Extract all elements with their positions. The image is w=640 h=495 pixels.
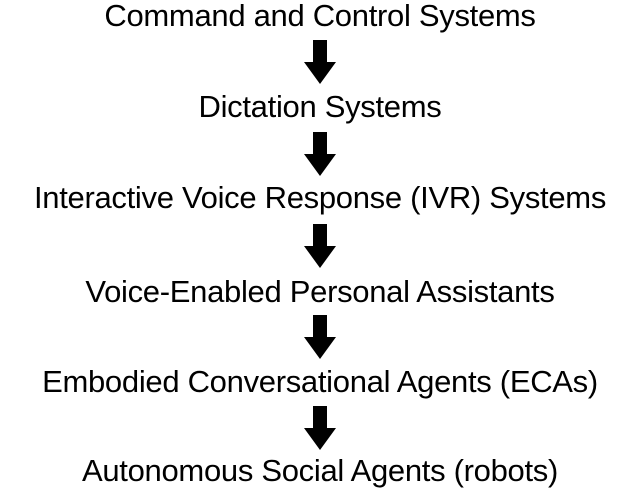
- arrow-down-icon: [304, 40, 336, 84]
- step-ecas: Embodied Conversational Agents (ECAs): [42, 364, 598, 399]
- arrow-down-icon: [304, 406, 336, 450]
- step-command-and-control: Command and Control Systems: [104, 0, 536, 33]
- arrow-down-icon: [304, 315, 336, 359]
- arrow-down-icon: [304, 132, 336, 176]
- step-personal-assistants: Voice-Enabled Personal Assistants: [85, 274, 555, 309]
- step-dictation: Dictation Systems: [198, 89, 442, 124]
- arrow-down-icon: [304, 224, 336, 268]
- step-social-agents: Autonomous Social Agents (robots): [81, 453, 559, 488]
- step-ivr: Interactive Voice Response (IVR) Systems: [33, 180, 607, 215]
